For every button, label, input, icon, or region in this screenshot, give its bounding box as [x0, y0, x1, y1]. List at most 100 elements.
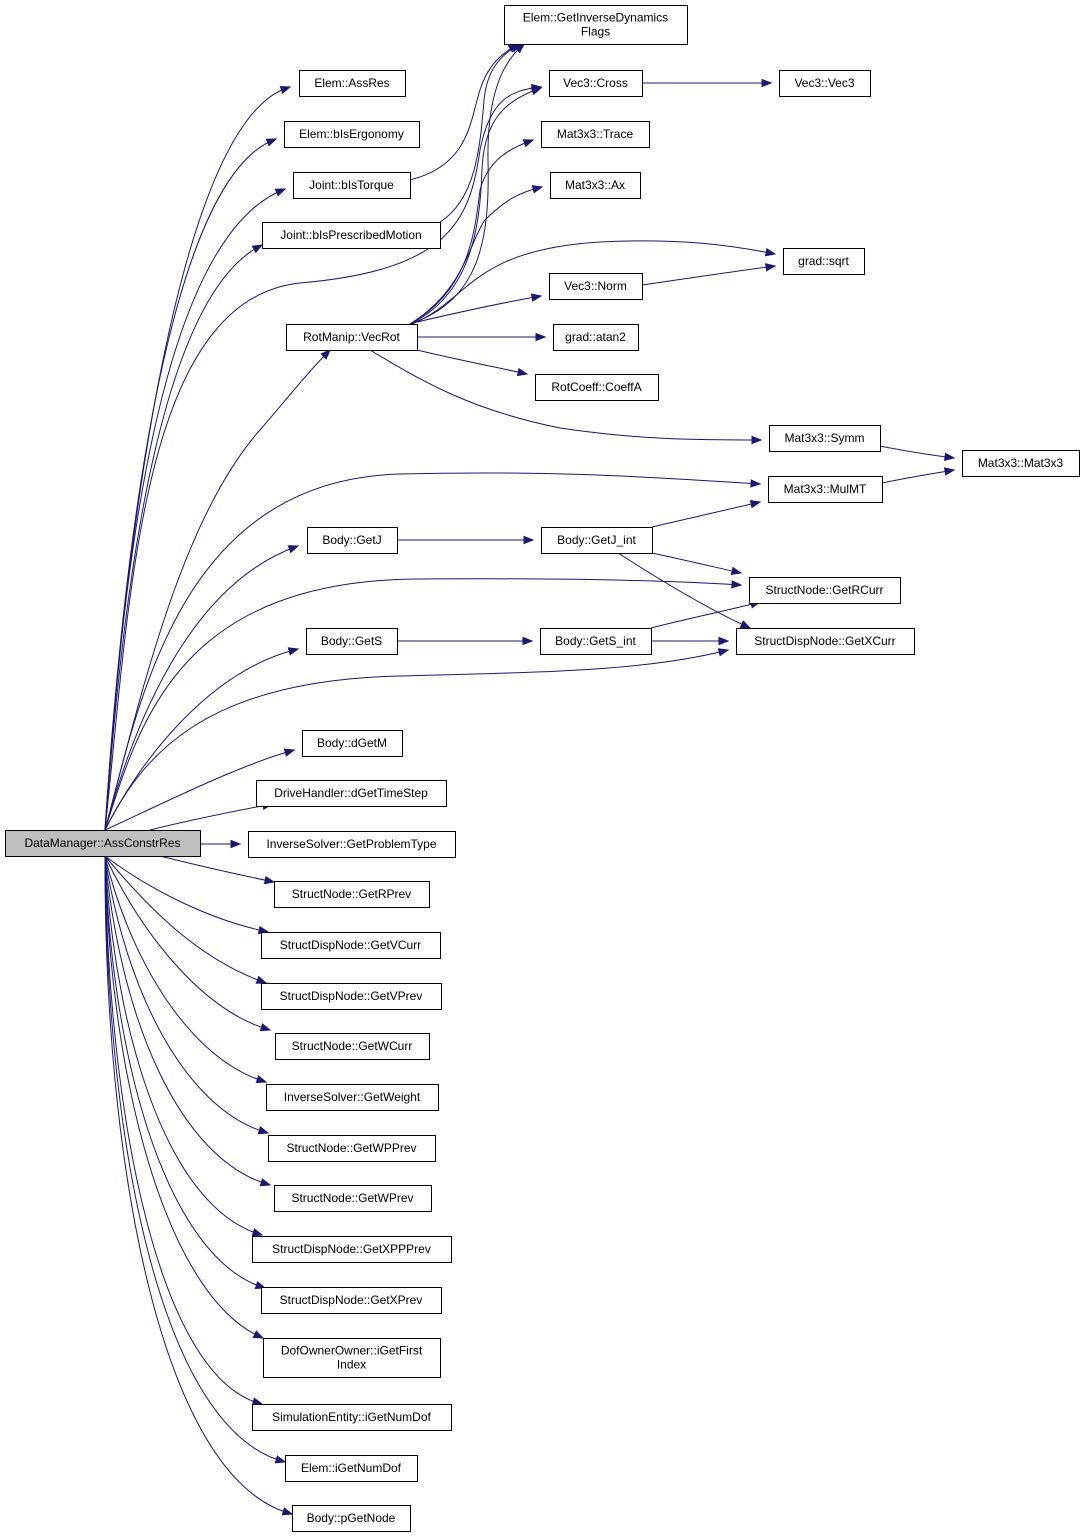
edge-root-to-sdn-getxcurr-arrowhead	[717, 648, 730, 657]
node-body-gets[interactable]: Body::GetS	[306, 628, 398, 655]
edge-rotmanip-vecrot-to-vec3-norm	[416, 295, 542, 323]
node-sdn-getvcurr[interactable]: StructDispNode::GetVCurr	[261, 932, 441, 959]
edge-root-to-is-getproblemtype-arrowhead	[230, 839, 242, 849]
node-se-igetnumdof[interactable]: SimulationEntity::iGetNumDof	[252, 1404, 452, 1431]
node-label: Mat3x3::MulMT	[784, 482, 867, 496]
node-sdn-getxpprev[interactable]: StructDispNode::GetXPPPrev	[252, 1236, 452, 1263]
edge-body-getj-int-to-sdn-getxcurr	[617, 552, 751, 629]
node-is-getproblemtype[interactable]: InverseSolver::GetProblemType	[248, 831, 456, 858]
node-box	[5, 830, 201, 857]
node-box	[306, 628, 398, 655]
node-box	[779, 70, 871, 97]
node-body-gets-int[interactable]: Body::GetS_int	[540, 628, 652, 655]
edge-root-to-elem-assres-arrowhead	[279, 86, 292, 95]
node-label: Elem::iGetNumDof	[301, 1461, 402, 1475]
node-sn-getrcurr[interactable]: StructNode::GetRCurr	[749, 577, 901, 604]
edge-root-to-joint-bistorque-arrowhead	[274, 188, 287, 197]
node-sn-getwprev[interactable]: StructNode::GetWPrev	[274, 1185, 432, 1212]
edge-root-to-mat-mulmt	[104, 472, 761, 831]
edge-rotmanip-vecrot-to-vec3-cross	[409, 87, 542, 325]
node-label: StructDispNode::GetXCurr	[754, 634, 895, 648]
edge-root-to-body-dgetm	[104, 749, 295, 831]
node-mat-trace[interactable]: Mat3x3::Trace	[541, 121, 650, 148]
node-label: Mat3x3::Symm	[784, 431, 864, 445]
edge-root-to-sdn-getxpprev-arrowhead	[251, 1228, 264, 1237]
node-label: StructDispNode::GetXPPPrev	[272, 1242, 431, 1256]
node-label: InverseSolver::GetProblemType	[266, 837, 436, 851]
node-sdn-getxprev[interactable]: StructDispNode::GetXPrev	[261, 1287, 442, 1314]
node-vec3-vec3[interactable]: Vec3::Vec3	[779, 70, 871, 97]
node-sdn-getvprev[interactable]: StructDispNode::GetVPrev	[261, 983, 442, 1010]
edge-root-to-body-dgetm-arrowhead	[283, 748, 296, 757]
node-box	[252, 1404, 452, 1431]
node-body-dgetm[interactable]: Body::dGetM	[302, 730, 403, 757]
node-grad-atan2[interactable]: grad::atan2	[553, 324, 639, 351]
edge-root-to-body-pgetnode-arrowhead	[281, 1507, 294, 1516]
node-box	[261, 932, 441, 959]
edge-vec3-norm-to-grad-sqrt-arrowhead	[765, 263, 777, 272]
node-box	[783, 248, 865, 275]
edge-body-getj-int-to-mat-mulmt	[651, 501, 761, 528]
node-sn-getwcurr[interactable]: StructNode::GetWCurr	[275, 1033, 430, 1060]
edge-root-to-body-gets-arrowhead	[287, 647, 300, 656]
node-mat-mat3x3[interactable]: Mat3x3::Mat3x3	[962, 450, 1080, 477]
edge-root-to-sn-getrcurr	[104, 578, 742, 831]
node-label: Flags	[581, 25, 610, 39]
node-box	[293, 172, 411, 199]
node-body-getj[interactable]: Body::GetJ	[307, 527, 398, 554]
node-body-getj-int[interactable]: Body::GetJ_int	[541, 527, 653, 554]
node-sn-getwpprev[interactable]: StructNode::GetWPPrev	[268, 1135, 436, 1162]
node-vec3-cross[interactable]: Vec3::Cross	[549, 70, 643, 97]
node-label: grad::sqrt	[798, 254, 849, 268]
node-mat-symm[interactable]: Mat3x3::Symm	[769, 425, 881, 452]
node-label: StructDispNode::GetXPrev	[280, 1293, 423, 1307]
node-vec3-norm[interactable]: Vec3::Norm	[549, 273, 643, 300]
edge-root-to-joint-bisprescribed-arrowhead	[251, 244, 264, 254]
node-sdn-getxcurr[interactable]: StructDispNode::GetXCurr	[736, 628, 915, 655]
edge-root-to-sn-getwpprev-arrowhead	[257, 1126, 270, 1135]
node-joint-bisprescribed[interactable]: Joint::bIsPrescribedMotion	[262, 222, 441, 249]
node-box	[252, 1236, 452, 1263]
node-sn-getrprev[interactable]: StructNode::GetRPrev	[274, 881, 430, 908]
edge-root-to-sn-getrcurr-arrowhead	[731, 580, 743, 589]
node-box	[769, 425, 881, 452]
edge-joint-bistorque-to-elem-getinvdyn	[409, 43, 519, 181]
node-grad-sqrt[interactable]: grad::sqrt	[783, 248, 865, 275]
node-label: Mat3x3::Ax	[565, 178, 625, 192]
node-elem-igetnumdof[interactable]: Elem::iGetNumDof	[285, 1455, 418, 1482]
node-elem-assres[interactable]: Elem::AssRes	[299, 70, 406, 97]
node-dh-dgettimestep[interactable]: DriveHandler::dGetTimeStep	[256, 780, 447, 807]
node-elem-bisergonomy[interactable]: Elem::bIsErgonomy	[284, 121, 420, 148]
node-label: Joint::bIsTorque	[309, 178, 394, 192]
node-label: Elem::AssRes	[314, 76, 389, 90]
node-box	[275, 1033, 430, 1060]
edge-rotmanip-vecrot-to-mat-ax-arrowhead	[531, 185, 544, 194]
node-root[interactable]: DataManager::AssConstrRes	[5, 830, 201, 857]
edge-root-to-sn-getrprev-arrowhead	[263, 875, 276, 885]
node-rotcoeff-coeffa[interactable]: RotCoeff::CoeffA	[535, 374, 659, 401]
node-box	[292, 1505, 411, 1532]
node-is-getweight[interactable]: InverseSolver::GetWeight	[266, 1084, 439, 1111]
edge-rotmanip-vecrot-to-mat-trace	[409, 139, 534, 325]
node-joint-bistorque[interactable]: Joint::bIsTorque	[293, 172, 411, 199]
node-box	[540, 628, 652, 655]
edge-body-getj-int-to-sn-getrcurr	[651, 552, 742, 574]
edge-root-to-elem-bisergonomy	[104, 138, 277, 831]
edge-root-to-sdn-getxpprev	[104, 855, 263, 1236]
node-box	[266, 1084, 439, 1111]
node-box	[261, 983, 442, 1010]
node-mat-ax[interactable]: Mat3x3::Ax	[550, 172, 641, 199]
edge-rotmanip-vecrot-to-vec3-norm-arrowhead	[530, 293, 543, 302]
edge-rotmanip-vecrot-to-elem-getinvdyn	[409, 43, 525, 325]
edge-root-to-is-getweight	[104, 855, 267, 1083]
edge-vec3-norm-to-grad-sqrt	[641, 265, 776, 286]
node-mat-mulmt[interactable]: Mat3x3::MulMT	[768, 476, 883, 503]
node-body-pgetnode[interactable]: Body::pGetNode	[292, 1505, 411, 1532]
node-label: Vec3::Norm	[564, 279, 627, 293]
node-rotmanip-vecrot[interactable]: RotManip::VecRot	[286, 324, 418, 351]
edge-root-to-rotmanip-vecrot-arrowhead	[320, 349, 331, 360]
node-box	[541, 527, 653, 554]
edge-body-gets-to-body-gets-int-arrowhead	[522, 636, 534, 646]
